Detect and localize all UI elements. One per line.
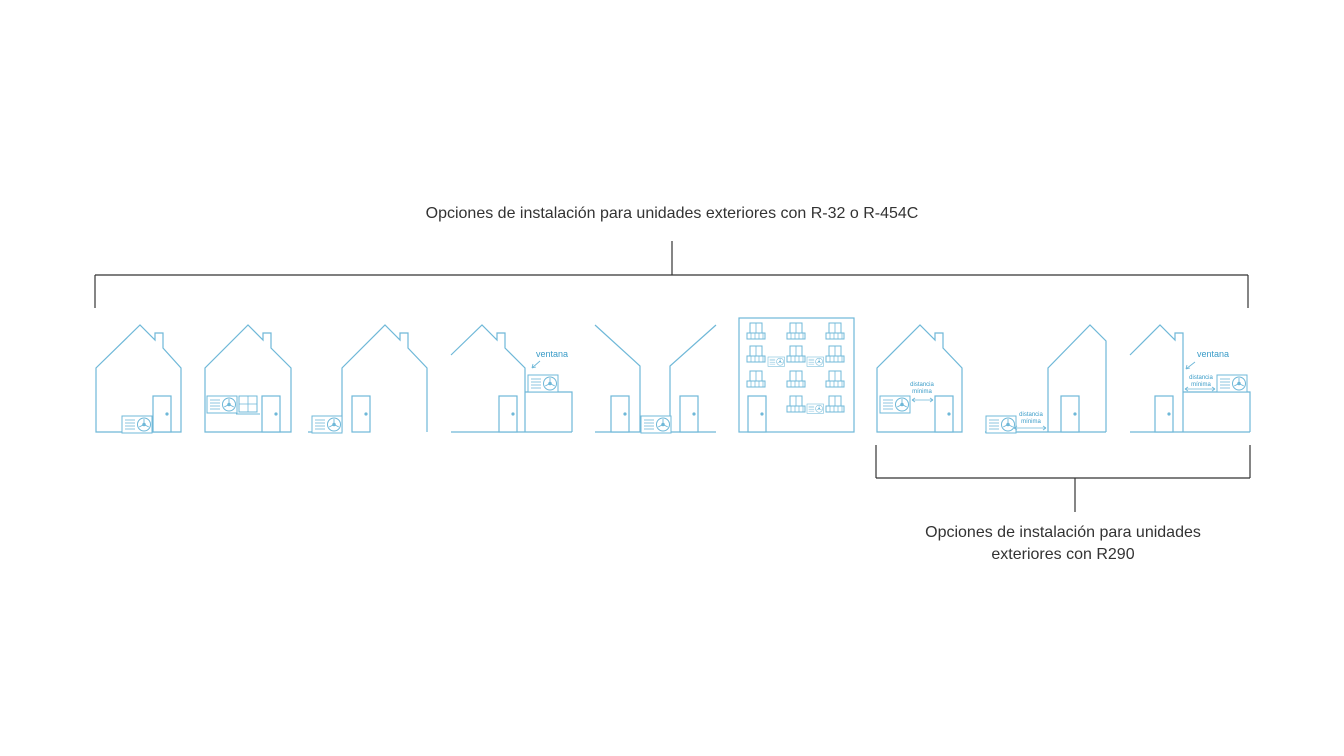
houses-gap-unit (594, 324, 717, 434)
door-icon (1060, 395, 1080, 433)
door-icon (610, 395, 630, 433)
label-distancia-1b: mínima (912, 389, 932, 395)
outdoor-unit-icon (806, 403, 824, 414)
house-wall-unit (204, 324, 292, 433)
outdoor-unit-icon (806, 356, 824, 367)
caption-r290-line1: Opciones de instalación para unidades (925, 524, 1201, 541)
house-r290-wall (876, 324, 963, 433)
balcony-icon (825, 322, 845, 340)
balcony-icon (786, 395, 806, 413)
arrow-icon (531, 360, 541, 369)
outdoor-unit-icon (879, 395, 911, 414)
outdoor-unit-icon (640, 415, 672, 434)
balcony-icon (825, 370, 845, 388)
label-distancia-2a: distancia (1019, 412, 1043, 418)
balcony-icon (746, 370, 766, 388)
arrow-icon (1013, 425, 1047, 431)
door-icon (261, 395, 281, 433)
arrow-icon (1185, 361, 1196, 370)
house-r290-ground (985, 324, 1107, 434)
label-distancia-1a: distancia (910, 382, 934, 388)
outdoor-unit-icon (121, 415, 153, 434)
balcony-icon (825, 345, 845, 363)
bracket-top (94, 241, 1249, 308)
door-icon (934, 395, 954, 433)
door-icon (679, 395, 699, 433)
apartment-building (738, 317, 855, 433)
caption-r290-line2: exteriores con R290 (991, 546, 1135, 563)
balcony-icon (786, 345, 806, 363)
house-r290-annex (1129, 324, 1251, 433)
outdoor-unit-icon (985, 415, 1017, 434)
outdoor-unit-icon (767, 356, 785, 367)
label-distancia-3b: mínima (1191, 382, 1211, 388)
house-side-unit (308, 324, 428, 434)
balcony-icon (825, 395, 845, 413)
outdoor-unit-icon (206, 395, 238, 414)
door-icon (152, 395, 172, 433)
door-icon (351, 395, 371, 433)
balcony-icon (786, 322, 806, 340)
arrow-icon (911, 397, 934, 403)
label-ventana-2: ventana (1197, 349, 1229, 359)
label-distancia-2b: mínima (1021, 419, 1041, 425)
outdoor-unit-icon (311, 415, 343, 434)
caption-r290: Opciones de instalación para unidades ex… (893, 522, 1233, 566)
bracket-bottom (875, 445, 1251, 512)
outdoor-unit-icon (527, 374, 559, 393)
balcony-icon (786, 370, 806, 388)
balcony-icon (746, 345, 766, 363)
caption-r32-r454c: Opciones de instalación para unidades ex… (425, 205, 919, 222)
balcony-icon (746, 322, 766, 340)
door-icon (747, 395, 767, 433)
window-icon (236, 395, 260, 415)
house-ground-unit (95, 324, 182, 434)
door-icon (1154, 395, 1174, 433)
outdoor-unit-icon (1216, 374, 1248, 393)
door-icon (498, 395, 518, 433)
arrow-icon (1184, 386, 1216, 392)
label-ventana-1: ventana (536, 349, 568, 359)
label-distancia-3a: distancia (1189, 375, 1213, 381)
house-annex-window (450, 324, 573, 433)
